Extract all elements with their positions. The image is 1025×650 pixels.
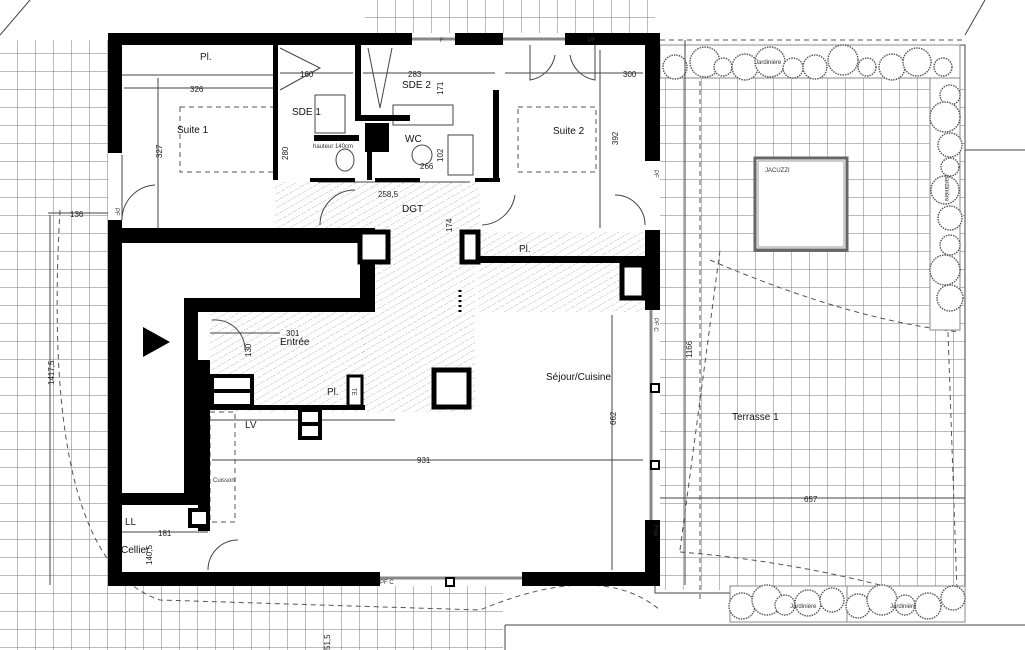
room-dgt: DGT [402,204,423,215]
dim-392: 392 [611,131,620,145]
dim-174: 174 [445,218,454,232]
opening-pf-left: PF [113,208,119,216]
room-sejour-cuisine: Séjour/Cuisine [546,372,611,383]
dim-1417-5: 1417,5 [47,360,56,385]
dim-181: 181 [158,529,172,538]
opening-pf-c: PF C [380,580,394,586]
jardiniere-top-label: Jardinière [755,60,782,66]
dim-140-5: 140,5 [145,544,154,565]
room-ll: LL [125,517,137,528]
opening-fixe: Fixe [652,525,658,537]
jardiniere-right-label: Jardinière [943,175,949,202]
jardiniere-bottom1-label: Jardinière [790,604,817,610]
dim-301: 301 [286,329,300,338]
facade-posts [445,383,660,587]
dimension-labels: 326 160 283 300 327 280 171 102 266 392 … [47,70,818,650]
room-cellier: Cellier [121,545,150,556]
entrance-arrow-icon [143,327,170,357]
dim-283: 283 [408,70,422,79]
planter-top: Jardinière [659,44,961,81]
pl-dgt-label: Pl. [519,244,531,255]
terrace-floor [660,78,965,590]
jacuzzi-label: JACUZZI [765,168,790,174]
room-suite2: Suite 2 [553,126,585,137]
dim-327: 327 [155,144,164,158]
hauteur-note: hauteur 140cm [313,144,353,150]
planter-right: Jardinière [929,77,964,331]
dim-1166: 1166 [685,340,694,358]
walls [108,33,660,586]
room-terrasse: Terrasse 1 [732,412,779,423]
dim-258-5: 258,5 [378,190,399,199]
dim-136: 136 [70,210,84,219]
dim-266: 266 [420,162,434,171]
dim-102: 102 [436,148,445,162]
room-suite1: Suite 1 [177,125,209,136]
opening-f: F [440,38,444,44]
dim-160: 160 [300,70,314,79]
dim-51-5: 51,5 [323,634,332,650]
dim-931: 931 [417,456,431,465]
room-sde2: SDE 2 [402,80,431,91]
pl-entree-label: Pl. [327,387,339,398]
opening-pf-c-right: PF C [652,318,658,332]
room-wc: WC [405,134,422,145]
pl-suite1-label: Pl. [200,52,212,63]
dim-171: 171 [436,81,445,95]
opening-labels: F PF PF C PF PF C Fixe PF [113,38,658,586]
jacuzzi: JACUZZI [753,156,849,252]
jardiniere-bottom2-label: Jardinière [890,604,917,610]
room-lv: LV [245,420,257,431]
dim-326: 326 [190,85,204,94]
planter-bottom: Jardinière Jardinière [728,584,966,623]
dim-300: 300 [623,70,637,79]
dim-130: 130 [244,343,253,357]
room-labels: Suite 1 Suite 2 SDE 1 SDE 2 WC DGT Entré… [121,52,779,556]
dim-280: 280 [281,146,290,160]
room-entree: Entrée [280,337,310,348]
te-label: TE [350,388,356,396]
room-sde1: SDE 1 [292,107,321,118]
cuisson-label: Cuisson [213,478,235,484]
dim-657: 657 [804,495,818,504]
opening-pf-right: PF [652,170,658,178]
opening-pf-top: PF [588,38,596,44]
dim-662: 662 [609,411,618,425]
